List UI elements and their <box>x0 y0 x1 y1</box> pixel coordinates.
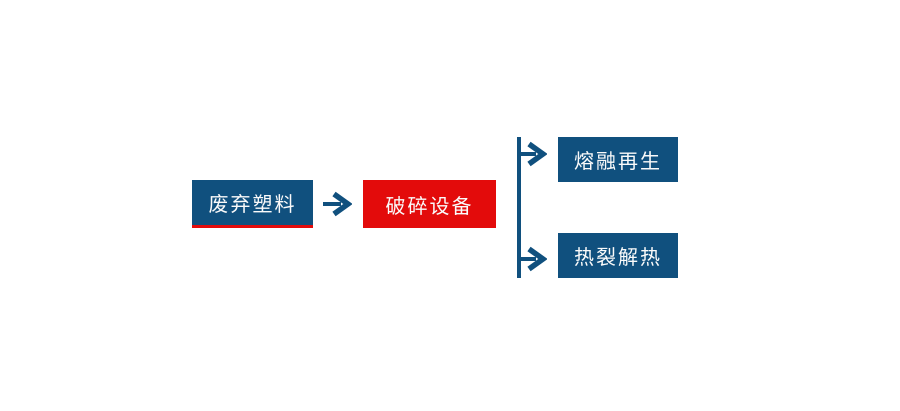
node-melt-regeneration: 熔融再生 <box>558 137 678 182</box>
node-crushing-equipment-label: 破碎设备 <box>385 195 474 218</box>
node-melt-regeneration-label: 熔融再生 <box>574 151 662 173</box>
node-pyrolysis-label: 热裂解热 <box>574 247 662 269</box>
node-pyrolysis: 热裂解热 <box>558 233 678 278</box>
node-waste-plastic: 废弃塑料 <box>192 180 313 228</box>
node-waste-plastic-label: 废弃塑料 <box>208 194 297 216</box>
arrow-right-icon <box>517 246 547 272</box>
arrow-right-icon <box>517 141 547 167</box>
arrow-right-icon <box>323 191 352 217</box>
node-crushing-equipment: 破碎设备 <box>363 180 496 228</box>
branch-connector-line <box>517 137 521 278</box>
